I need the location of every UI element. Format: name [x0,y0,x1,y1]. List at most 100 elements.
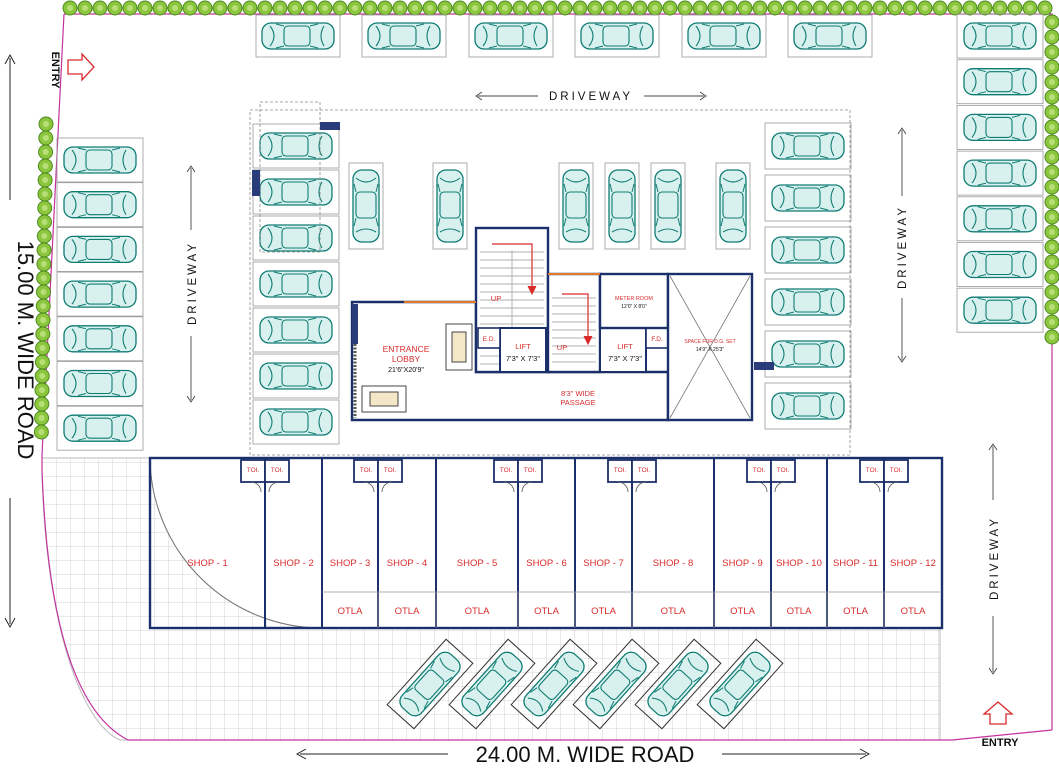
parking-bay [764,278,852,326]
shop-label: SHOP - 8 [653,558,693,569]
shrub-icon [797,0,813,16]
shrub-icon [332,0,348,16]
parking-bay [252,215,340,261]
shop-label: SHOP - 6 [526,558,566,569]
car-icon [793,22,867,50]
shrub-icon [92,0,108,16]
parking-bay [956,59,1044,105]
shrub-icon [1044,239,1059,255]
shrub-icon [1044,149,1059,165]
car-icon [63,280,137,308]
toilet-label: TOI. [360,467,373,474]
toilet-label: TOI. [890,467,903,474]
driveway-bottom-right-label: DRIVEWAY [989,516,1001,600]
parking-bay [764,174,852,222]
otla-label: OTLA [787,606,812,617]
car-icon [259,408,333,436]
driveway-lines [186,91,998,675]
parking-bay [56,137,144,183]
car-icon [771,184,845,212]
shrub-icon [38,116,54,132]
angled-bay [510,638,598,730]
car-icon [259,362,333,390]
lift-right-size: 7'3" X 7'3" [608,354,642,363]
shrub-icon [38,144,54,160]
shops-block: TOI.TOI.TOI.TOI.TOI.TOI.TOI.TOI.TOI.TOI.… [148,456,944,630]
toilet-label: TOI. [614,467,627,474]
car-icon [963,113,1037,142]
car-icon [259,224,333,252]
otla-label: OTLA [465,606,490,617]
car-icon [580,22,654,50]
car-icon [771,288,845,316]
parking-bay [252,353,340,399]
angled-bay [386,638,474,730]
toilet-label: TOI. [866,467,879,474]
shrub-icon [1044,14,1059,30]
car-icon [562,169,590,243]
shrub-icon [1044,269,1059,285]
shrub-icon [1044,119,1059,135]
shrub-icon [1044,164,1059,180]
shrub-icon [647,0,663,16]
shrub-icon [77,0,93,16]
duct-left-label: E.D. [483,336,496,343]
plot-boundary [41,13,1053,741]
parking-bay [650,162,686,250]
car-icon [63,146,137,174]
parking-bay [956,150,1044,196]
parking-bay [361,14,447,58]
shop-label: SHOP - 5 [457,558,497,569]
parking-bay [56,271,144,317]
shrub-icon [737,0,753,16]
shrub-icon [812,0,828,16]
parking-bay [252,123,340,169]
parking-bay [956,242,1044,287]
car-icon [259,178,333,206]
parking-bay [56,361,144,406]
shrub-icon [272,0,288,16]
otla-label: OTLA [843,606,868,617]
otla-label: OTLA [730,606,755,617]
shrub-icon [1044,254,1059,270]
shrub-icon [947,0,963,16]
angled-parking [386,638,784,730]
dg-space-size: 14'9" X 25'3" [696,347,724,353]
car-icon [771,340,845,368]
shrub-icon [617,0,633,16]
shrub-icon [767,0,783,16]
shrub-icon [377,0,393,16]
shrub-icon [302,0,318,16]
stair-up-label: UP [491,294,501,303]
parking-bay [787,14,873,58]
shrub-icon [557,0,573,16]
shrub-icon [707,0,723,16]
car-icon [259,316,333,344]
shrub-icon [1044,284,1059,300]
shrub-icon [932,0,948,16]
shrub-icon [782,0,798,16]
shrub-icon [887,0,903,16]
shrub-icon [1044,179,1059,195]
meter-room-size: 12'0" X 8'0" [621,304,647,310]
parking-bay [956,287,1044,333]
car-icon [654,169,682,243]
shrub-icon [1044,329,1059,345]
shrub-icon [347,0,363,16]
shrub-icon [1007,0,1023,16]
otla-label: OTLA [901,606,926,617]
shop-label: SHOP - 10 [776,558,822,569]
car-icon [771,392,845,420]
shrub-icon [527,0,543,16]
shrub-icon [1044,29,1059,45]
entry-bottom-right-label: ENTRY [982,737,1020,749]
angled-bay [448,638,536,730]
shrub-icon [37,200,53,216]
entry-arrow-icon [67,52,95,82]
shrub-icon [632,0,648,16]
shrub-icon [1022,0,1038,16]
otla-label: OTLA [395,606,420,617]
shop-label: SHOP - 3 [330,558,370,569]
